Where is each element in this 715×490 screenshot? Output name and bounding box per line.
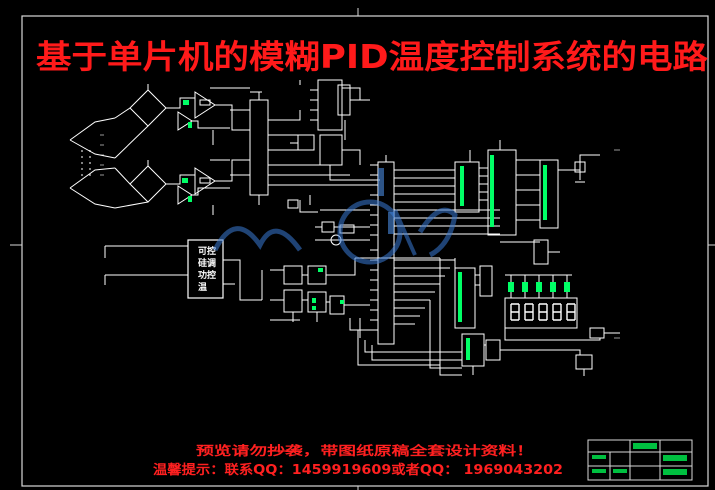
title-block-fields (592, 443, 687, 475)
scr-label-line1: 可控 (198, 245, 216, 257)
scr-wiring (104, 245, 263, 301)
drawing-frame (21, 15, 709, 487)
scr-label-line4: 温 (198, 281, 207, 293)
right-upper-pin-markers (460, 155, 547, 227)
notice-line-2: 温馨提示：联系QQ：1459919609或者QQ： 1969043202 (153, 462, 563, 478)
lower-right-pin-markers (458, 272, 470, 360)
tiny-pin-ticks (100, 134, 620, 339)
driver-cluster (270, 258, 370, 338)
seven-segment-display (504, 274, 578, 329)
frame-center-marks (10, 8, 715, 490)
lower-right-ics (357, 258, 620, 376)
right-upper-ics (454, 140, 600, 265)
scr-block: 可控 硅调 功控 温 (187, 239, 224, 299)
upper-ic-group (290, 79, 380, 181)
watermark-logo (212, 199, 458, 265)
sensor-section (69, 84, 195, 209)
adc-chip (249, 91, 370, 205)
title-block (587, 439, 693, 481)
diagram-title: 基于单片机的模糊PID温度控制系统的电路 (36, 38, 709, 76)
mcu-pin-markers (378, 168, 394, 234)
mcu-chip (355, 155, 500, 345)
opamp-stage (177, 87, 250, 215)
notice-line-1: 预览请勿抄袭，带图纸原稿全套设计资料！ (196, 443, 534, 458)
component-highlights (182, 100, 344, 310)
scr-label-line2: 硅调 (198, 257, 216, 269)
scr-label-line3: 功控 (198, 269, 216, 281)
